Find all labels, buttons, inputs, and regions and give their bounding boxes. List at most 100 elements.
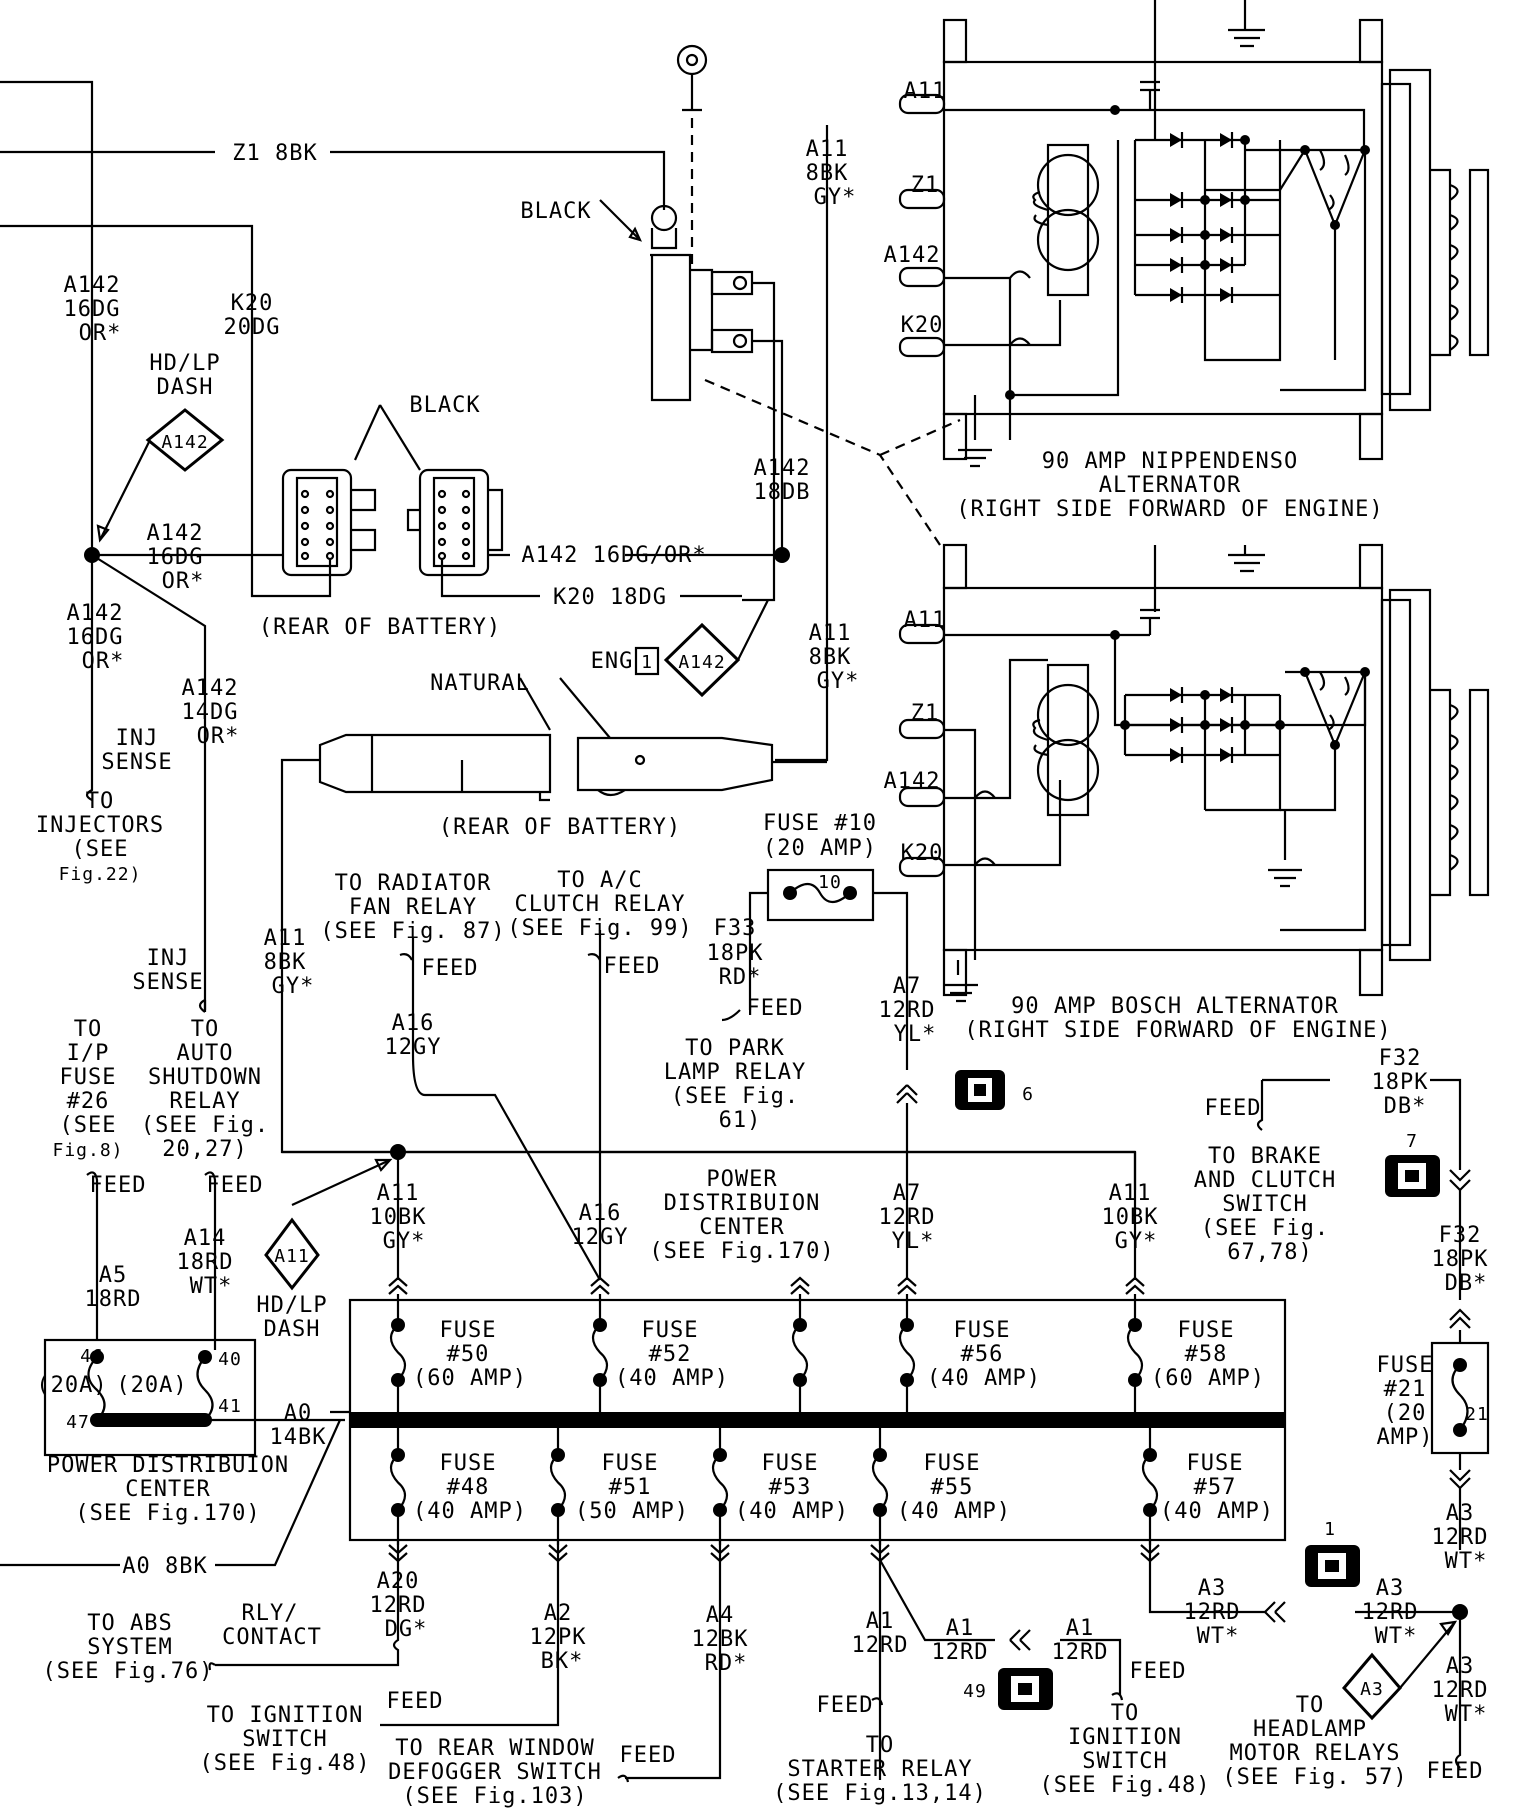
label-defog-3: (SEE Fig.103) [402,1784,587,1809]
label-a11-top-2: 8BK [806,161,849,186]
label-park-2: LAMP RELAY [664,1060,806,1085]
label-a11-top-1: A11 [806,137,849,162]
label-f55-1: FUSE [924,1451,981,1476]
label-to-injectors-3: (SEE [72,837,129,862]
label-a11-10bk-1: A11 [377,1181,420,1206]
label-auto-feed: FEED [207,1173,264,1198]
label-hdlp2-2: DASH [264,1317,321,1342]
label-a142-left-3: OR* [79,321,122,346]
label-ign-1: TO IGNITION [207,1703,364,1728]
label-starter-feed: FEED [817,1693,874,1718]
connector-chevron [590,1276,610,1295]
label-a3-diamond: A3 [1360,1679,1384,1700]
label-a3d-3: WT* [1445,1702,1488,1727]
label-f52-3: (40 AMP) [615,1366,729,1391]
label-a142-lower-2: 16DG [67,625,124,650]
label-alt1-name-1: 90 AMP NIPPENDENSO [1042,449,1298,474]
label-abs-1: TO ABS [87,1611,172,1636]
battery-connector-right [406,468,504,577]
label-a142-left-2: 16DG [64,297,121,322]
label-fuse10-1: FUSE #10 [763,811,877,836]
label-a3-2: 12RD [1184,1600,1241,1625]
label-fuse10-2: (20 AMP) [763,836,877,861]
label-alt1-name-2: ALTERNATOR [1099,473,1241,498]
label-a11-left-3: GY* [272,974,315,999]
label-f50-2: #50 [447,1342,490,1367]
label-rad-2: FAN RELAY [349,895,477,920]
label-f32-low-2: 18PK [1432,1247,1489,1272]
label-a1b-1: A1 [946,1616,975,1641]
label-f52-1: FUSE [642,1318,699,1343]
fuse-21-branch [1256,1078,1490,1550]
label-f55-2: #55 [931,1475,974,1500]
label-a20-2: 12RD [370,1593,427,1618]
label-a3b-1: A3 [1376,1576,1405,1601]
label-hl-feed: FEED [1427,1759,1484,1784]
label-starter-3: (SEE Fig.13,14) [773,1781,987,1806]
fuse-unlabeled-symbol [791,1318,809,1387]
hdlp-dash-a142 [96,408,225,543]
label-auto-3: SHUTDOWN [148,1065,262,1090]
label-alt2-z1: Z1 [911,701,940,726]
label-fuse21-3: (20 [1384,1401,1427,1426]
label-alt2-name-1: 90 AMP BOSCH ALTERNATOR [1011,994,1339,1019]
label-pdc-3: CENTER [699,1215,784,1240]
fuse-55-symbol [871,1448,889,1517]
label-a3b-2: 12RD [1362,1600,1419,1625]
label-a7-top-2: 12RD [879,998,936,1023]
label-alt1-a142: A142 [884,243,941,268]
label-a142-left-1: A142 [64,273,121,298]
label-f57-2: #57 [1194,1475,1237,1500]
label-a142-lower-3: OR* [82,649,125,674]
label-conn1: 1 [1324,1519,1336,1540]
label-brake-5: 67,78) [1227,1240,1312,1265]
label-ign2-1: TO [1111,1701,1140,1726]
label-ign-3: (SEE Fig.48) [200,1751,371,1776]
label-to-injectors-1: TO [86,789,115,814]
label-a11-left-1: A11 [264,926,307,951]
label-f48-2: #48 [447,1475,490,1500]
fuse-53-symbol [711,1448,729,1517]
label-pdc-small-3: (SEE Fig.170) [75,1501,260,1526]
label-ign-2: SWITCH [242,1727,327,1752]
label-pdc-4: (SEE Fig.170) [649,1239,834,1264]
label-f56-3: (40 AMP) [927,1366,1041,1391]
label-f51-1: FUSE [602,1451,659,1476]
label-k20-2: 20DG [224,315,281,340]
label-a2-2: 12PK [530,1625,587,1650]
label-to-ip-1: TO [74,1017,103,1042]
label-to-ip-3: FUSE [60,1065,117,1090]
label-conn7: 7 [1406,1131,1418,1152]
fuse-10 [721,868,918,1150]
label-eng-diamond: A142 [678,652,725,673]
connector-chevron [897,1276,917,1295]
label-hdlp-dash-1: HD/LP [149,351,220,376]
label-hl-3: MOTOR RELAYS [1230,1741,1401,1766]
label-f33-3: RD* [719,965,762,990]
label-hdlp2-1: HD/LP [256,1293,327,1318]
label-a1b-2: 12RD [932,1640,989,1665]
fuse-51-symbol [549,1448,567,1517]
alternator-bosch [898,543,1490,1003]
label-f50-3: (60 AMP) [413,1366,527,1391]
label-brake-3: SWITCH [1222,1192,1307,1217]
label-defog-feed: FEED [620,1743,677,1768]
fuse-58-symbol [1126,1318,1144,1387]
label-a142-14dg-2: 14DG [182,700,239,725]
label-pdc-small-20a-2: (20A) [116,1373,187,1398]
label-park-1: TO PARK [685,1036,785,1061]
label-black-conn: BLACK [409,393,480,418]
label-inj-sense-2: SENSE [101,750,172,775]
label-pdc-small-46: 46 [80,1346,104,1367]
eng-connector [634,599,769,698]
fuse-48-symbol [389,1448,407,1517]
label-f51-2: #51 [609,1475,652,1500]
label-a142-14dg-1: A142 [182,676,239,701]
label-hdlp2-diamond: A11 [274,1246,310,1267]
label-a3-3: WT* [1197,1624,1240,1649]
label-f48-3: (40 AMP) [413,1499,527,1524]
label-hl-4: (SEE Fig. 57) [1222,1765,1407,1790]
label-pdc-small-1: POWER DISTRIBUION [47,1453,289,1478]
bottom-fuse-row [388,1428,1160,1563]
